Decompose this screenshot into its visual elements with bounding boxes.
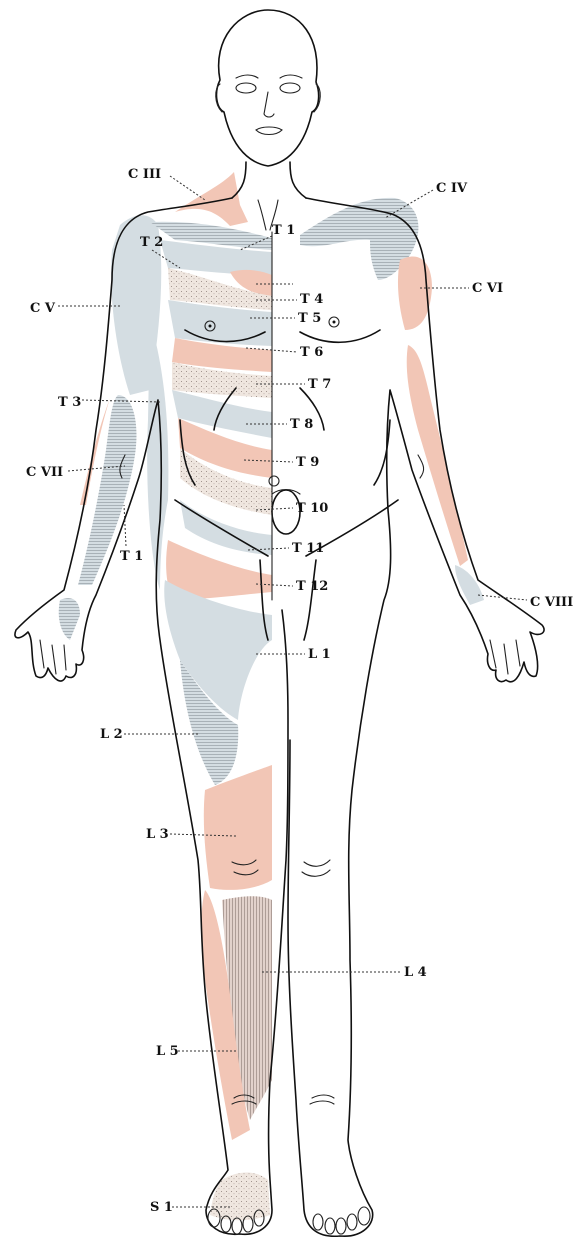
head [217, 10, 319, 166]
label-t10: T 10 [296, 501, 328, 516]
region-hand-left [59, 598, 80, 640]
eye-right [236, 83, 256, 93]
region-c3 [175, 172, 248, 226]
label-c4: C IV [436, 181, 468, 196]
region-l3 [204, 765, 272, 890]
label-t6: T 6 [300, 345, 323, 360]
label-l5: L 5 [156, 1044, 179, 1059]
eye-left [280, 83, 300, 93]
label-c6: C VI [472, 281, 503, 296]
toes-left [313, 1207, 370, 1234]
label-t3-arm: T 3 [58, 395, 81, 410]
label-t12: T 12 [296, 579, 328, 594]
label-t4: T 4 [300, 292, 323, 307]
label-l4: L 4 [404, 965, 427, 980]
label-t9: T 9 [296, 455, 319, 470]
region-c8 [455, 565, 484, 605]
region-c6-forearm [407, 345, 468, 566]
label-t11: T 11 [292, 541, 324, 556]
label-t2: T 2 [140, 235, 163, 250]
knee-left [302, 860, 330, 876]
label-c8: C VIII [530, 595, 573, 610]
label-t5: T 5 [298, 311, 321, 326]
label-t1-top: T 1 [272, 223, 295, 238]
label-s1: S 1 [150, 1200, 173, 1215]
navel [269, 476, 279, 486]
label-t7: T 7 [308, 377, 331, 392]
label-l1: L 1 [308, 647, 331, 662]
label-c5: C V [30, 301, 56, 316]
label-c7: C VII [26, 465, 63, 480]
label-l2: L 2 [100, 727, 123, 742]
label-t8: T 8 [290, 417, 313, 432]
label-c3: C III [128, 167, 161, 182]
region-l1 [164, 580, 272, 720]
label-l3: L 3 [146, 827, 169, 842]
label-t1-arm: T 1 [120, 549, 143, 564]
